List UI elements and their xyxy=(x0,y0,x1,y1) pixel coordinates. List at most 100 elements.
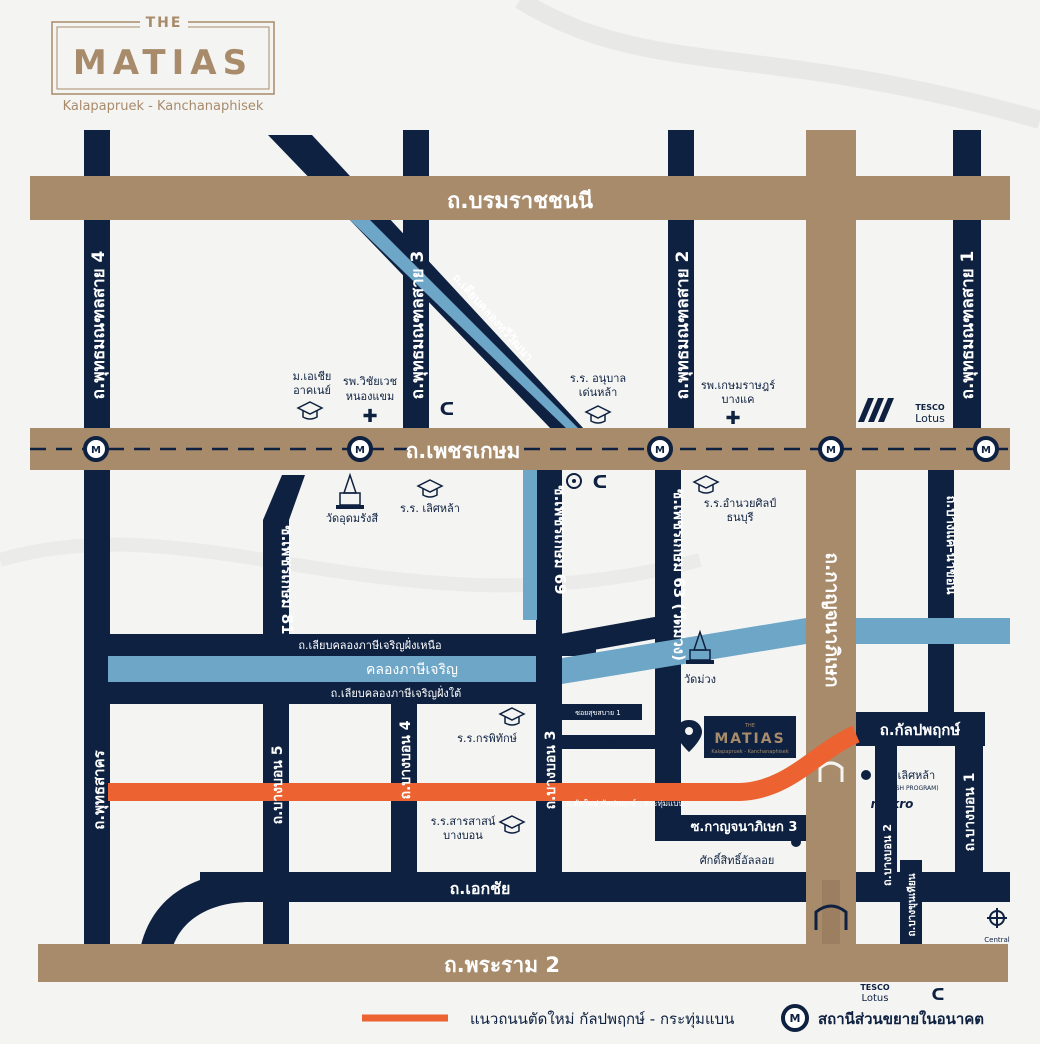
label-phetkasem81: ซ.เพชรเกษม 81 xyxy=(278,525,296,634)
legend: TESCO Lotus ᑕ แนวถนนตัดใหม่ กัลปพฤกษ์ - … xyxy=(362,983,984,1032)
road-kanchanaphisek3 xyxy=(655,815,835,841)
marker-the: THE xyxy=(744,723,755,729)
road-kanchanaphisek-lane xyxy=(822,880,840,944)
project-marker[interactable]: THE MATIAS Kalapapruek - Kanchanaphisek xyxy=(676,716,796,758)
road-new-kalapapruek xyxy=(108,725,860,801)
label-phasi-charoen: คลองภาษีเจริญ xyxy=(366,662,458,678)
poi-school-amnuaysin-line2: ธนบุรี xyxy=(726,511,753,524)
label-bangkhunthian: ถ.บางขุนเทียน xyxy=(906,873,918,936)
svg-text:M: M xyxy=(355,445,365,456)
road-phetkasem69 xyxy=(536,470,562,890)
road-kalapapruek-end xyxy=(855,712,985,746)
road-liap-north-east xyxy=(560,616,660,656)
label-bangbon2: ถ.บางบอน 2 xyxy=(881,824,894,886)
logo-the: THE xyxy=(146,15,183,31)
road-phutthamonthon4 xyxy=(84,130,110,950)
poi-asia-university-line2: อาคเนย์ xyxy=(293,384,331,397)
svg-text:M: M xyxy=(826,445,836,456)
station-icon[interactable]: M xyxy=(818,436,844,462)
label-kanchanaphisek: ถ.กาญจนาภิเษก xyxy=(821,553,843,688)
svg-text:M: M xyxy=(655,445,665,456)
marker-name: MATIAS xyxy=(714,731,785,747)
label-phetkasem-text: ถ.เพชรเกษม xyxy=(406,439,521,463)
logo-gap xyxy=(140,14,188,30)
label-liap-north: ถ.เลียบคลองภาษีเจริญฝั่งเหนือ xyxy=(298,637,441,652)
marble-vein xyxy=(515,0,1040,129)
label-new-road: ถ.ตัดใหม่ กัลปพฤกษ์ - กระทุ่มแบน xyxy=(566,798,684,808)
svg-text:M: M xyxy=(91,445,101,456)
label-phutthamonthon1: ถ.พุทธมณฑลสาย 1 xyxy=(958,251,978,400)
poi-school-kornpitak: ร.ร.กรพิทักษ์ xyxy=(457,732,517,745)
seven-eleven-icon: ᑕ xyxy=(440,399,455,420)
label-bangkhae-nakhon: ถ.บางแค-นาขอน xyxy=(943,496,958,595)
label-phutthamonthon2: ถ.พุทธมณฑลสาย 2 xyxy=(673,251,693,400)
road-kanchanaphisek xyxy=(806,130,856,945)
temple-icon xyxy=(336,472,364,509)
graduation-cap-icon xyxy=(584,405,612,424)
graduation-cap-icon xyxy=(498,815,526,834)
temple-icon xyxy=(686,629,714,664)
legend-station-icon: M xyxy=(781,1004,809,1032)
station-icon[interactable]: M xyxy=(973,436,999,462)
makro-logo-icon xyxy=(858,398,894,422)
legend-lotus-label: Lotus xyxy=(862,993,889,1004)
poi-school-anuban-line1: ร.ร. อนุบาล xyxy=(570,372,626,385)
station-icon[interactable]: M xyxy=(647,436,673,462)
logo-subtitle: Kalapapruek - Kanchanaphisek xyxy=(63,99,264,114)
canal-phasi-charoen-mid xyxy=(562,618,806,684)
logo-name: MATIAS xyxy=(73,43,253,83)
label-rama2: ถ.พระราม 2 xyxy=(444,953,560,977)
svg-text:M: M xyxy=(981,445,991,456)
label-bangbon5: ถ.บางบอน 5 xyxy=(270,746,286,825)
gold-roads xyxy=(30,130,1010,982)
label-phetkasem69: ซ.เพชรเกษม 69 xyxy=(551,485,569,594)
police-badge-icon-center xyxy=(572,479,576,483)
label-phutthasakhon: ถ.พุทธสาคร xyxy=(90,749,109,829)
label-bangbon3: ถ.บางบอน 3 xyxy=(543,731,559,810)
poi-asia-university-line1: ม.เอเชีย xyxy=(293,370,332,383)
canal-thawiwatthana xyxy=(350,212,580,430)
station-icon[interactable]: M xyxy=(347,436,373,462)
road-liap-north xyxy=(84,634,596,656)
poi-hospital-wichaivej-line2: หนองแขม xyxy=(346,390,395,403)
poi-school-lertla-2: ร.ร.เลิศหล้า xyxy=(879,769,935,782)
brand-logo: THE MATIAS Kalapapruek - Kanchanaphisek xyxy=(51,14,275,114)
overpass-icon xyxy=(818,761,844,782)
label-bangbon4: ถ.บางบอน 4 xyxy=(398,720,414,799)
poi-hospital-kasemrad-line1: รพ.เกษมราษฎร์ xyxy=(701,379,775,392)
road-liap-south xyxy=(84,682,554,704)
station-icon[interactable]: M xyxy=(83,436,109,462)
canal-phasi-charoen-west xyxy=(108,656,536,682)
graduation-cap-icon xyxy=(296,401,324,420)
label-phutthamonthon3: ถ.พุทธมณฑลสาย 3 xyxy=(408,251,428,400)
hospital-cross-icon: ✚ xyxy=(725,408,740,429)
poi-dot-icon xyxy=(861,770,871,780)
road-bangkhae-nakhon xyxy=(928,470,954,720)
poi-wat-muang: วัดม่วง xyxy=(684,673,716,686)
poi-wat-udom: วัดอุดมรังสี xyxy=(326,512,379,525)
lotus-label: Lotus xyxy=(915,412,945,425)
label-phetkasem-bg xyxy=(412,436,514,463)
road-bangbon1 xyxy=(955,735,983,890)
poi-saksit: ศักดิ์สิทธิ์อัลลอย xyxy=(700,852,775,867)
metro-stations: M M M M M xyxy=(83,436,999,462)
road-bangbon2 xyxy=(875,735,897,895)
seven-eleven-icon: ᑕ xyxy=(593,472,608,493)
underpass-icon xyxy=(814,904,848,930)
central-logo-icon xyxy=(987,908,1007,928)
canal-phasi-charoen-east xyxy=(854,618,1010,644)
label-phutthamonthon4: ถ.พุทธมณฑลสาย 4 xyxy=(89,250,109,399)
marker-subtitle: Kalapapruek - Kanchanaphisek xyxy=(711,749,788,755)
tesco-label: TESCO xyxy=(915,403,945,412)
label-soi-upper: ซอยสุขสบาย 1 xyxy=(575,709,621,717)
poi-dot-icon xyxy=(791,837,801,847)
poi-school-sarasas-line2: บางบอน xyxy=(443,829,483,842)
label-kalapapruek: ถ.กัลปพฤกษ์ xyxy=(880,721,961,739)
poi-school-amnuaysin-line1: ร.ร.อำนวยศิลป์ xyxy=(704,497,776,510)
location-pin-icon[interactable] xyxy=(676,720,702,752)
label-borommaratchachonnani: ถ.บรมราชชนนี xyxy=(447,189,593,214)
label-kanchanaphisek3: ซ.กาญจนาภิเษก 3 xyxy=(691,820,798,835)
